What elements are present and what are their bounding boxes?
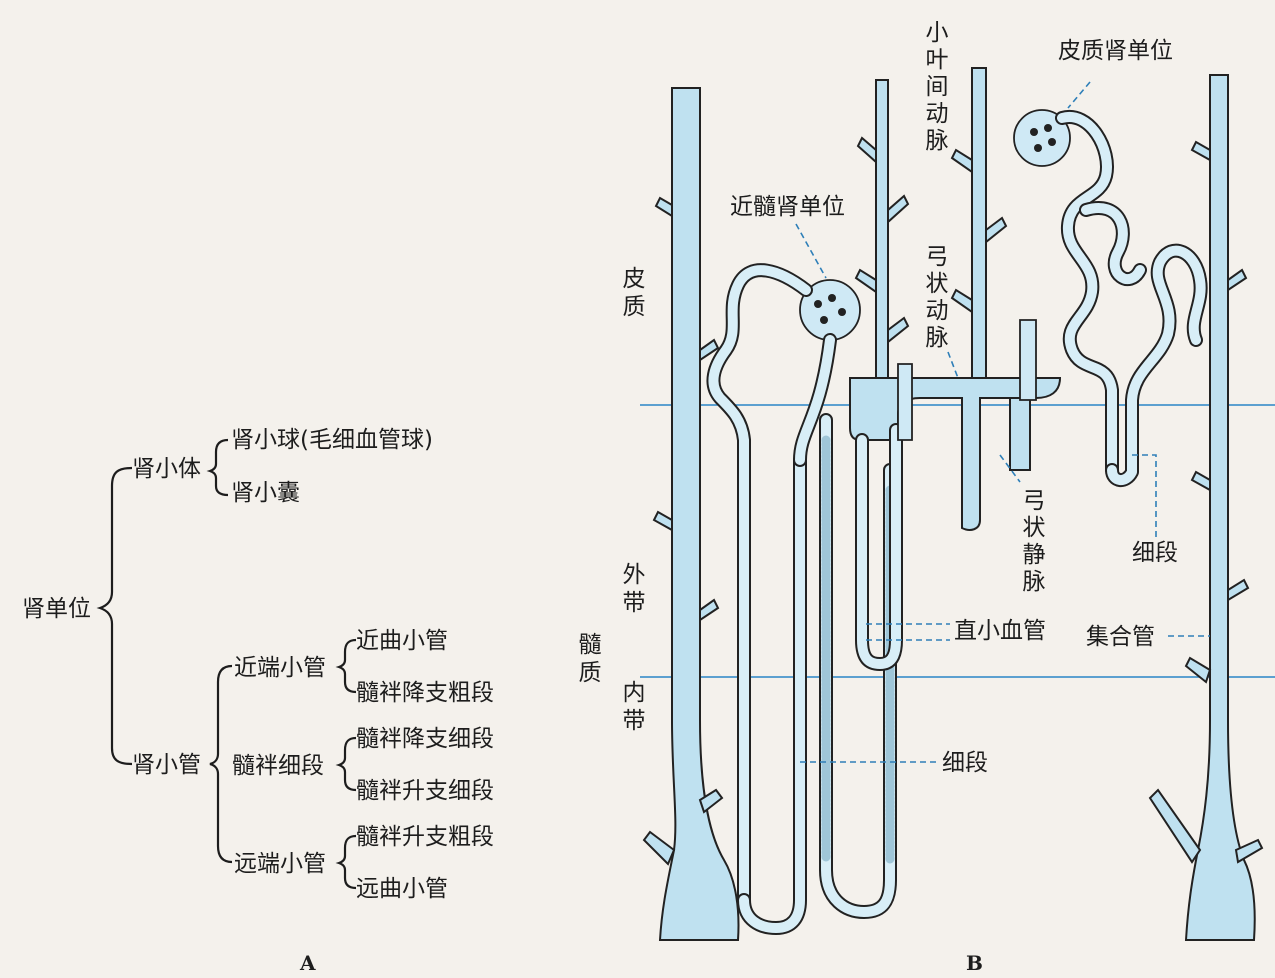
distal-tubule-label: 远端小管 xyxy=(234,851,326,877)
thin-ascending-label: 髓袢升支细段 xyxy=(356,778,494,804)
left-collecting-duct xyxy=(644,88,738,940)
cortex-label: 皮质 xyxy=(623,266,646,320)
right-collecting-duct xyxy=(1150,75,1262,940)
outer-zone-label: 外带 xyxy=(623,562,646,616)
root-label: 肾单位 xyxy=(22,596,91,622)
renal-corpuscle-label: 肾小体 xyxy=(132,456,201,482)
proximal-brace xyxy=(339,640,356,692)
corpuscle-brace xyxy=(210,440,228,495)
cortical-nephron-label: 皮质肾单位 xyxy=(1058,38,1173,64)
panel-b-letter: B xyxy=(966,951,983,975)
interlobular-artery-label: 小叶间动脉 xyxy=(926,20,949,154)
collecting-duct-label: 集合管 xyxy=(1086,624,1155,650)
proximal-tubule-label: 近端小管 xyxy=(234,655,326,681)
arcuate-artery-label: 弓状动脉 xyxy=(926,244,949,351)
thin-segment-right-label: 细段 xyxy=(1132,540,1178,566)
panel-a-tree: 肾单位 肾小体 肾小球(毛细血管球) 肾小囊 肾小管 近端小管 近曲小管 髓袢降… xyxy=(22,427,494,975)
arcuate-artery-leader xyxy=(948,352,958,378)
panel-a-letter: A xyxy=(299,951,316,975)
medulla-label: 髓质 xyxy=(579,632,602,686)
loop-thin-brace xyxy=(339,738,356,790)
vasa-recta-leader xyxy=(866,624,950,640)
thin-segment-bottom-label: 细段 xyxy=(942,750,988,776)
distal-convoluted-label: 远曲小管 xyxy=(356,876,448,902)
thick-descending-label: 髓袢降支粗段 xyxy=(356,680,494,706)
distal-brace xyxy=(339,836,356,888)
thick-ascending-label: 髓袢升支粗段 xyxy=(356,824,494,850)
proximal-convoluted-label: 近曲小管 xyxy=(356,628,448,654)
cortical-nephron xyxy=(1014,110,1201,480)
glomerulus-label: 肾小球(毛细血管球) xyxy=(231,427,433,453)
arcuate-vein-label: 弓状静脉 xyxy=(1023,488,1046,595)
inner-zone-label: 内带 xyxy=(623,680,646,734)
vasa-recta-label: 直小血管 xyxy=(954,618,1046,644)
panel-b-illustration: B 皮质肾单位 近髓肾单位 细段 直小血管 集合管 细段 皮质外带髓质内带 小叶间… xyxy=(579,20,1275,975)
renal-tubule-label: 肾小管 xyxy=(132,752,201,778)
renal-capsule-label: 肾小囊 xyxy=(231,480,300,506)
loop-thin-segment-label: 髓袢细段 xyxy=(232,753,324,779)
juxtamedullary-leader xyxy=(796,224,826,278)
thin-descending-label: 髓袢降支细段 xyxy=(356,726,494,752)
root-brace xyxy=(100,468,132,764)
tubule-brace xyxy=(210,666,232,862)
juxtamedullary-nephron-label: 近髓肾单位 xyxy=(730,194,845,220)
cortical-nephron-leader xyxy=(1068,82,1090,108)
